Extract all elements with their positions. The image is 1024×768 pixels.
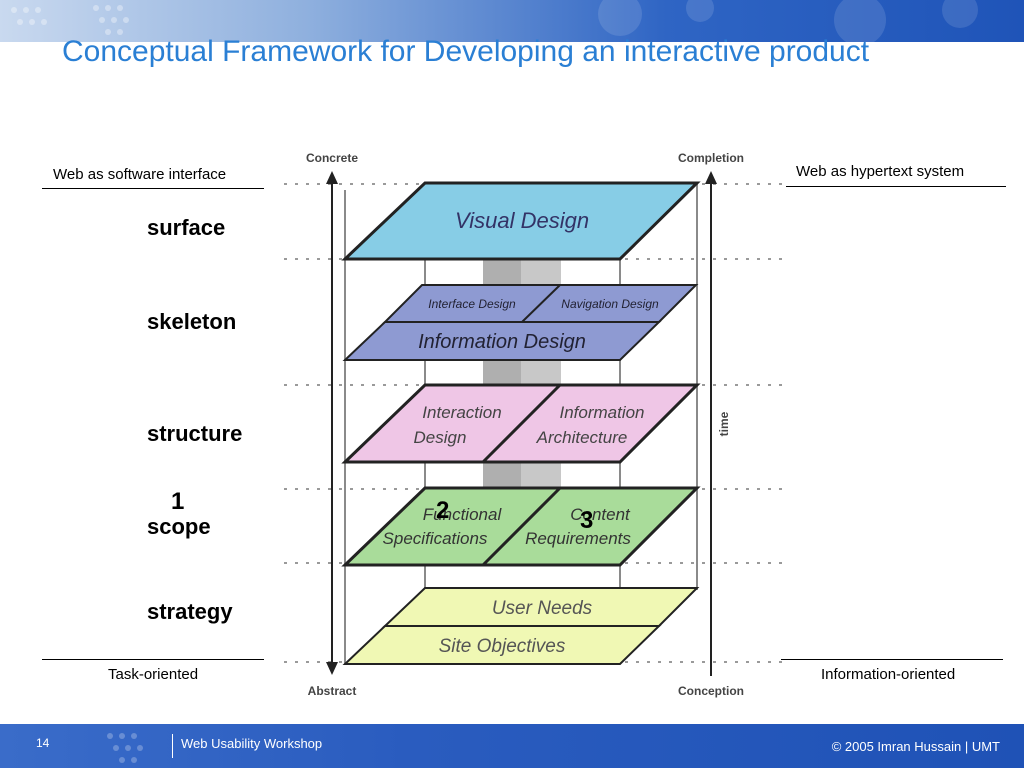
navigation-design-label: Navigation Design xyxy=(561,297,659,311)
left-footer-rule xyxy=(42,659,264,660)
concrete-label: Concrete xyxy=(306,151,358,165)
interaction-design-label-line1: Interaction xyxy=(422,403,501,422)
number-1-label: 1 xyxy=(171,488,185,515)
plane-label-structure: structure xyxy=(147,421,243,446)
abstract-label: Abstract xyxy=(308,684,357,698)
number-3-label: 3 xyxy=(580,507,594,534)
site-objectives-label: Site Objectives xyxy=(439,636,566,657)
right-header-rule xyxy=(786,186,1006,187)
content-requirements-label-line2: Requirements xyxy=(525,529,631,548)
header-band xyxy=(0,0,1024,42)
information-design-label: Information Design xyxy=(418,331,586,353)
right-footer-label: Information-oriented xyxy=(821,666,956,683)
structure-divider xyxy=(481,383,562,464)
surface-plane xyxy=(341,181,701,261)
number-2-label: 2 xyxy=(436,497,450,524)
functional-specs-label-line2: Specifications xyxy=(383,529,488,548)
footer-dot-pattern xyxy=(107,733,143,763)
elements-of-ux-diagram: Visual Design Interface Design Navigatio… xyxy=(284,151,784,698)
header-dot-pattern xyxy=(11,0,978,42)
functional-specs-label-line1: Functional xyxy=(423,505,503,524)
left-footer-label: Task-oriented xyxy=(108,666,199,683)
information-architecture-label-line2: Architecture xyxy=(536,428,628,447)
time-arrow-up-icon xyxy=(705,171,717,184)
interface-design-label: Interface Design xyxy=(428,297,516,311)
axis-arrow-up-icon xyxy=(326,171,338,184)
strategy-lower-plane xyxy=(342,625,662,665)
plane-label-scope: scope xyxy=(147,514,211,539)
axis-arrow-down-icon xyxy=(326,662,338,675)
slide-title: Conceptual Framework for Developing an i… xyxy=(62,35,870,68)
left-header-label: Web as software interface xyxy=(53,166,227,183)
page-number: 14 xyxy=(36,736,50,750)
footer-course-title: Web Usability Workshop xyxy=(181,736,323,751)
user-needs-label: User Needs xyxy=(492,598,593,619)
scope-divider xyxy=(481,486,562,567)
interaction-design-label-line2: Design xyxy=(414,428,467,447)
plane-label-surface: surface xyxy=(147,215,226,240)
skeleton-divider xyxy=(521,284,561,323)
information-architecture-label-line1: Information xyxy=(559,403,644,422)
plane-label-skeleton: skeleton xyxy=(147,309,237,334)
completion-label: Completion xyxy=(678,151,744,165)
right-header-label: Web as hypertext system xyxy=(796,163,965,180)
footer-band: 14 Web Usability Workshop © 2005 Imran H… xyxy=(0,724,1024,768)
skeleton-lower-plane xyxy=(342,321,662,361)
time-label: time xyxy=(717,411,731,436)
right-footer-rule xyxy=(781,659,1003,660)
footer-copyright: © 2005 Imran Hussain | UMT xyxy=(831,739,1000,754)
footer-separator xyxy=(172,734,173,758)
visual-design-label: Visual Design xyxy=(455,208,589,233)
conception-label: Conception xyxy=(678,684,744,698)
left-header-rule xyxy=(42,188,264,189)
plane-label-strategy: strategy xyxy=(147,599,233,624)
content-requirements-label-line1: Content xyxy=(570,505,631,524)
